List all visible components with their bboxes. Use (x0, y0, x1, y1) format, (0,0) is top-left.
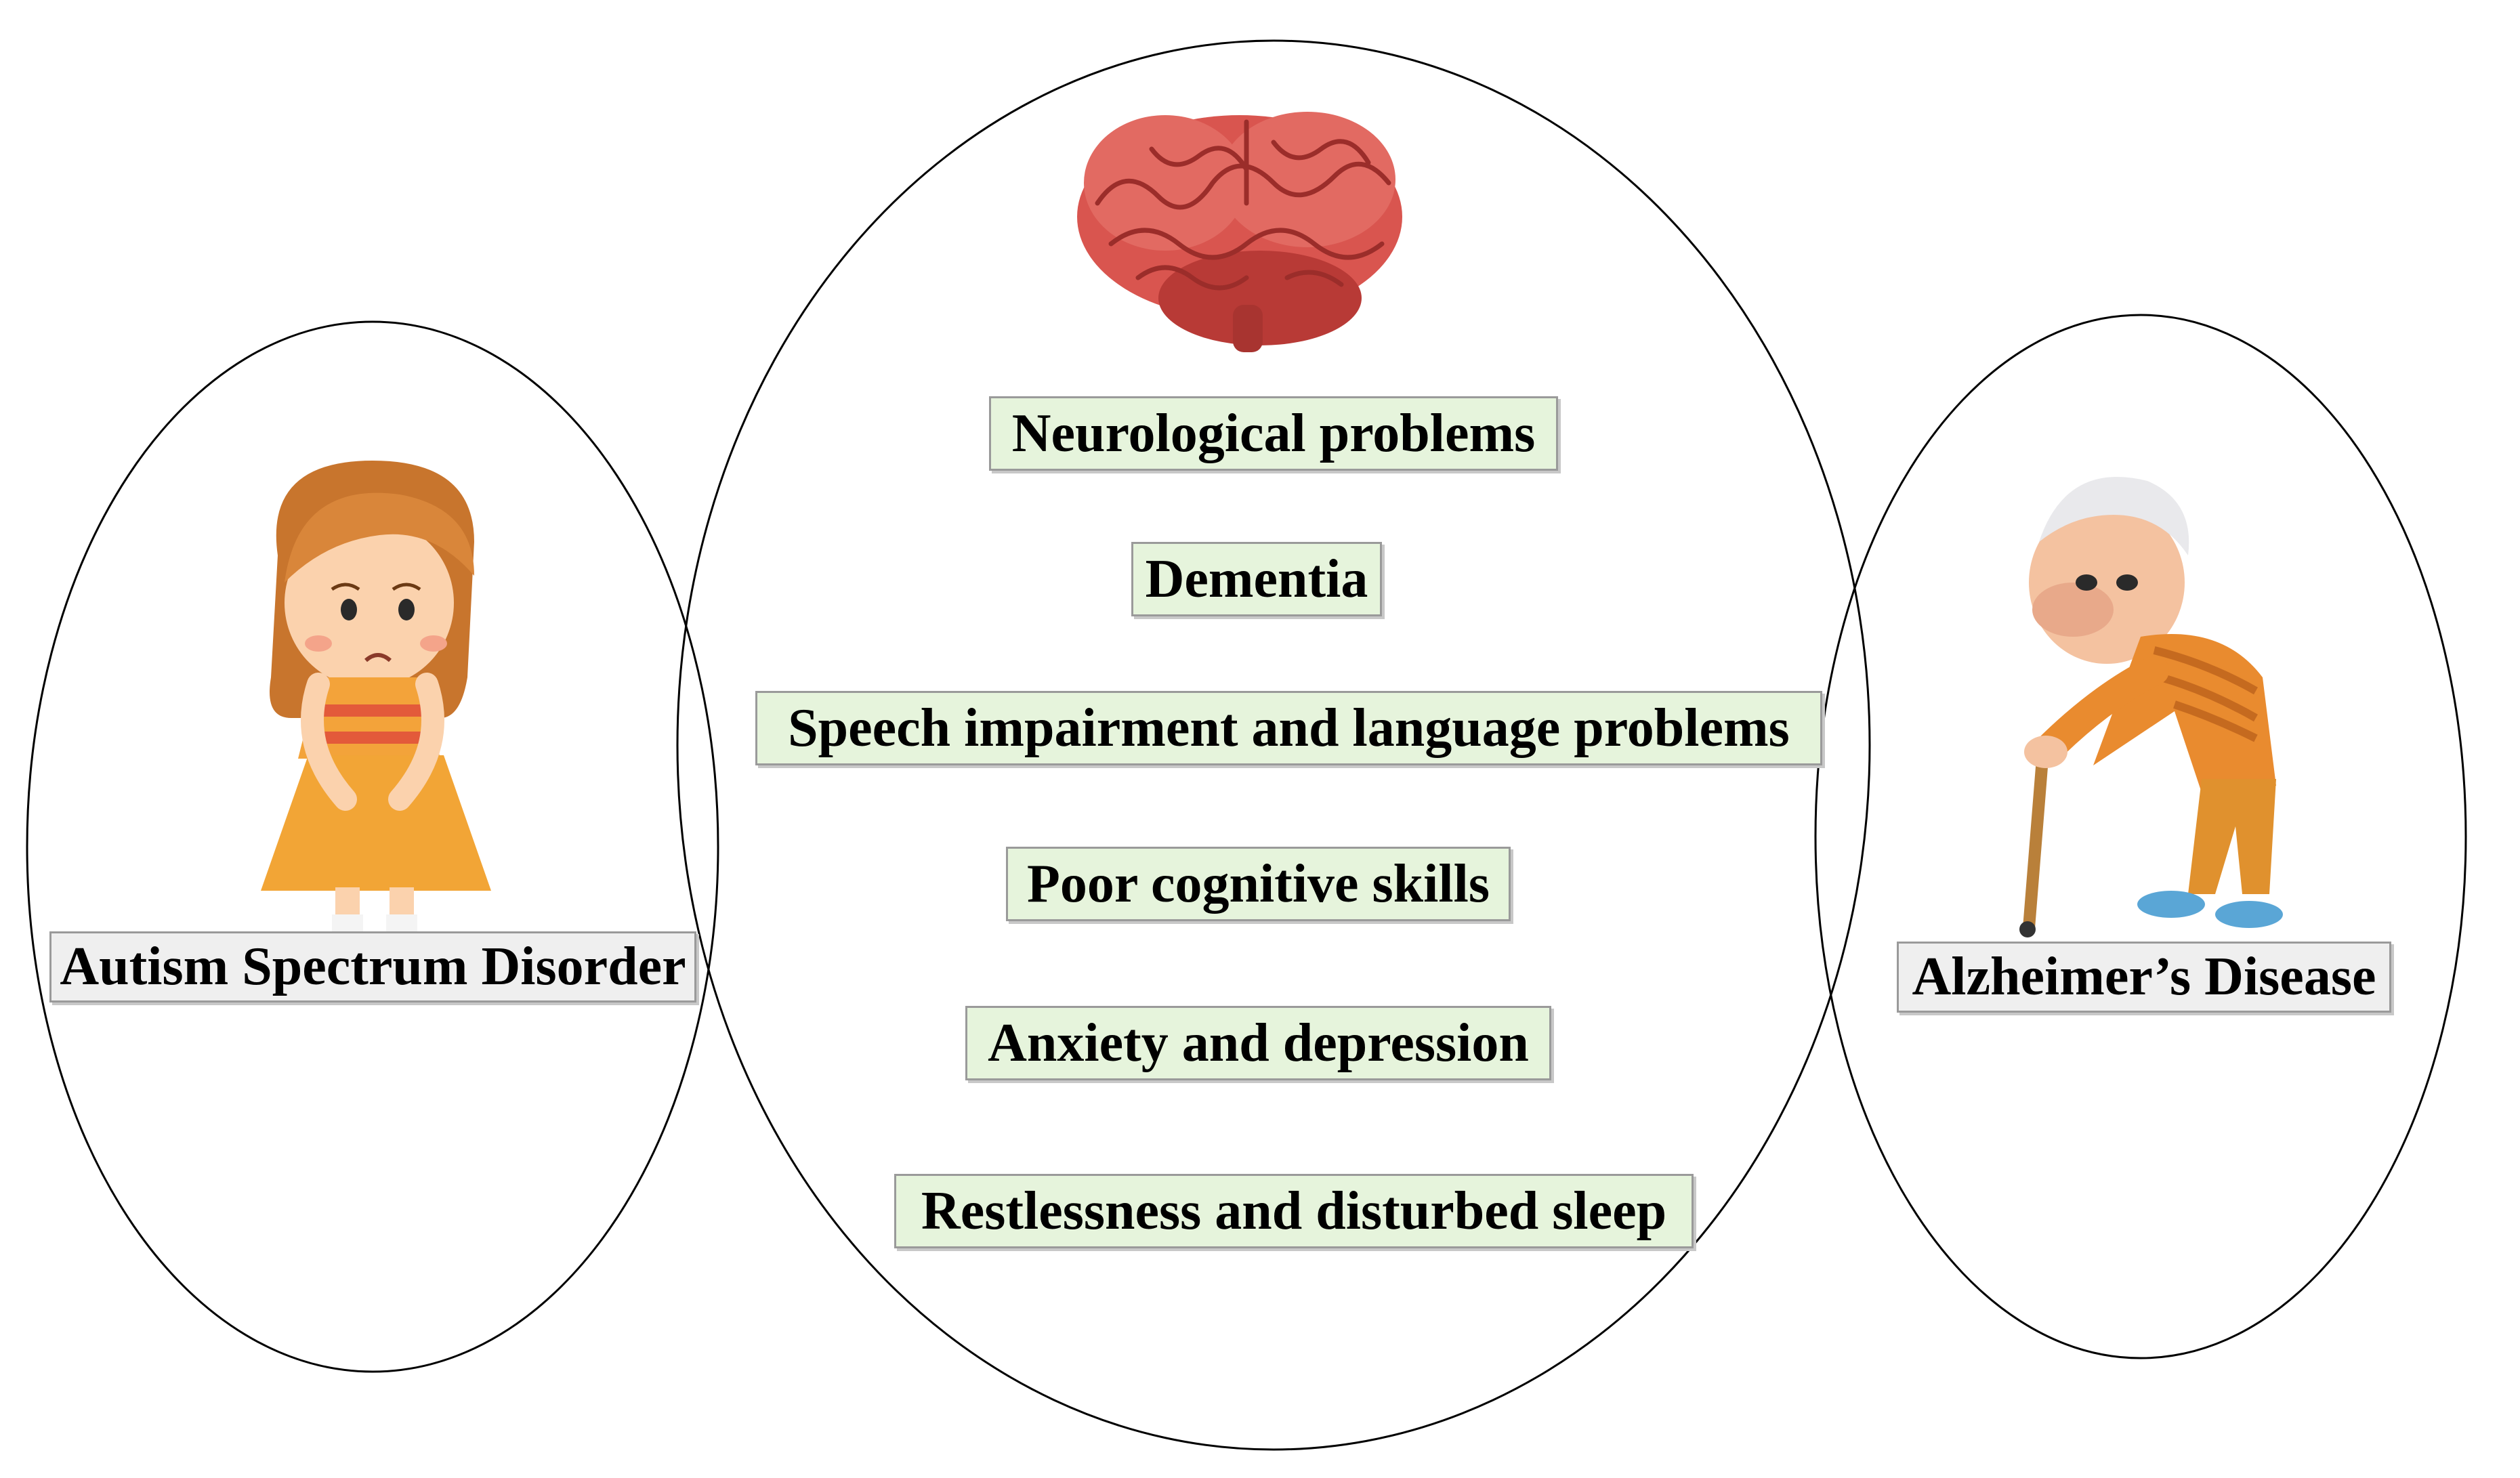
right-ellipse (1814, 314, 2467, 1359)
alzheimers-label: Alzheimer’s Disease (1897, 942, 2391, 1013)
feature-dementia: Dementia (1131, 542, 1382, 616)
elderly-man-with-cane-icon (2019, 477, 2283, 937)
feature-anxiety-depression: Anxiety and depression (965, 1006, 1551, 1080)
feature-neurological-problems: Neurological problems (989, 396, 1558, 471)
brain-icon (1077, 112, 1402, 352)
feature-poor-cognitive-skills: Poor cognitive skills (1006, 847, 1511, 921)
autism-label: Autism Spectrum Disorder (49, 931, 696, 1002)
left-ellipse (26, 320, 719, 1373)
center-ellipse (676, 39, 1871, 1451)
feature-restlessness-sleep: Restlessness and disturbed sleep (894, 1174, 1694, 1248)
sad-girl-icon (261, 461, 491, 977)
feature-speech-language: Speech impairment and language problems (755, 691, 1822, 765)
